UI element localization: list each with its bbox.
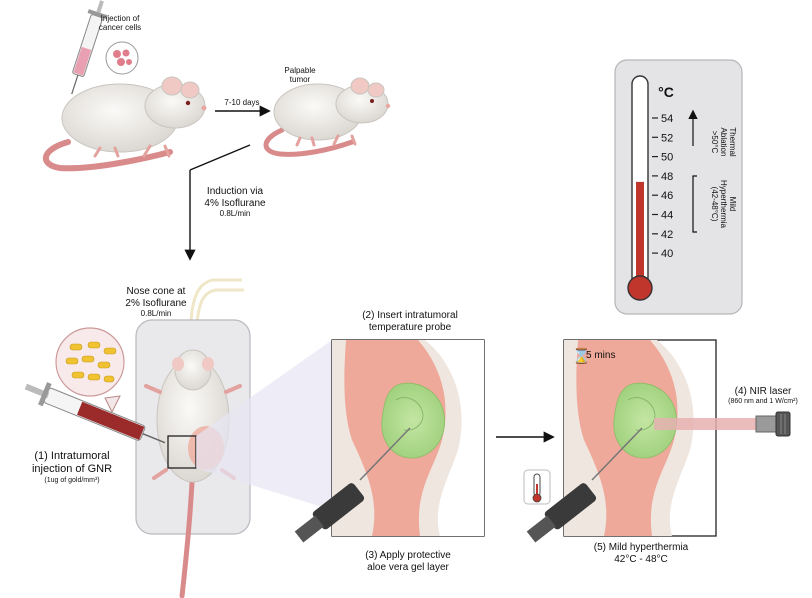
zoom-projection xyxy=(196,340,332,510)
thermometer-tick-label: 46 xyxy=(661,190,673,202)
mouse-injection xyxy=(42,76,207,172)
arrow-induction xyxy=(184,144,251,261)
syringe-gnr xyxy=(24,382,166,444)
thermometer-tick-label: 42 xyxy=(661,229,673,241)
thermometer-mercury xyxy=(636,181,644,286)
thermometer-tick-label: 52 xyxy=(661,132,673,144)
panel-probe xyxy=(294,339,485,543)
nir-laser-device xyxy=(755,411,791,437)
label-induction: Induction via 4% Isoflurane 0.8L/min xyxy=(204,186,266,218)
label-palpable-tumor: Palpable tumor xyxy=(284,66,316,85)
syringe-cancer-cells xyxy=(71,0,139,95)
label-step3: (3) Apply protective aloe vera gel layer xyxy=(365,550,451,573)
label-step5: (5) Mild hyperthermia 42°C - 48°C xyxy=(593,542,689,565)
label-timer: 5 mins xyxy=(586,350,616,361)
thermometer-small-icon xyxy=(523,469,551,505)
label-step1: (1) Intratumoral injection of GNR (1ug o… xyxy=(31,450,113,485)
gold-nanorod-bubble xyxy=(55,327,125,414)
thermometer-tick-label: 48 xyxy=(661,171,673,183)
label-step2: (2) Insert intratumoral temperature prob… xyxy=(362,310,458,333)
label-mild-hyperthermia: Mild Hyperthermia (42-48°C) xyxy=(709,179,737,228)
thermometer-tick-label: 54 xyxy=(661,113,673,125)
thermometer-tick-label: 50 xyxy=(661,152,673,164)
mouse-palpable-tumor xyxy=(263,77,391,157)
thermometer-tick-label: 44 xyxy=(661,210,673,222)
thermometer-unit: °C xyxy=(658,84,674,100)
hourglass-icon: ⌛ xyxy=(572,347,591,365)
label-injection: Injection of cancer cells xyxy=(98,14,142,33)
label-nose-cone: Nose cone at 2% Isoflurane 0.8L/min xyxy=(125,286,187,318)
panel-laser: ⌛ xyxy=(526,339,756,543)
thermometer-scale: 54 52 50 48 46 44 42 40 xyxy=(614,59,743,315)
label-days: 7-10 days xyxy=(224,98,260,107)
thermometer-tick-label: 40 xyxy=(661,248,673,260)
label-step4: (4) NIR laser (860 nm and 1 W/cm²) xyxy=(728,386,798,405)
